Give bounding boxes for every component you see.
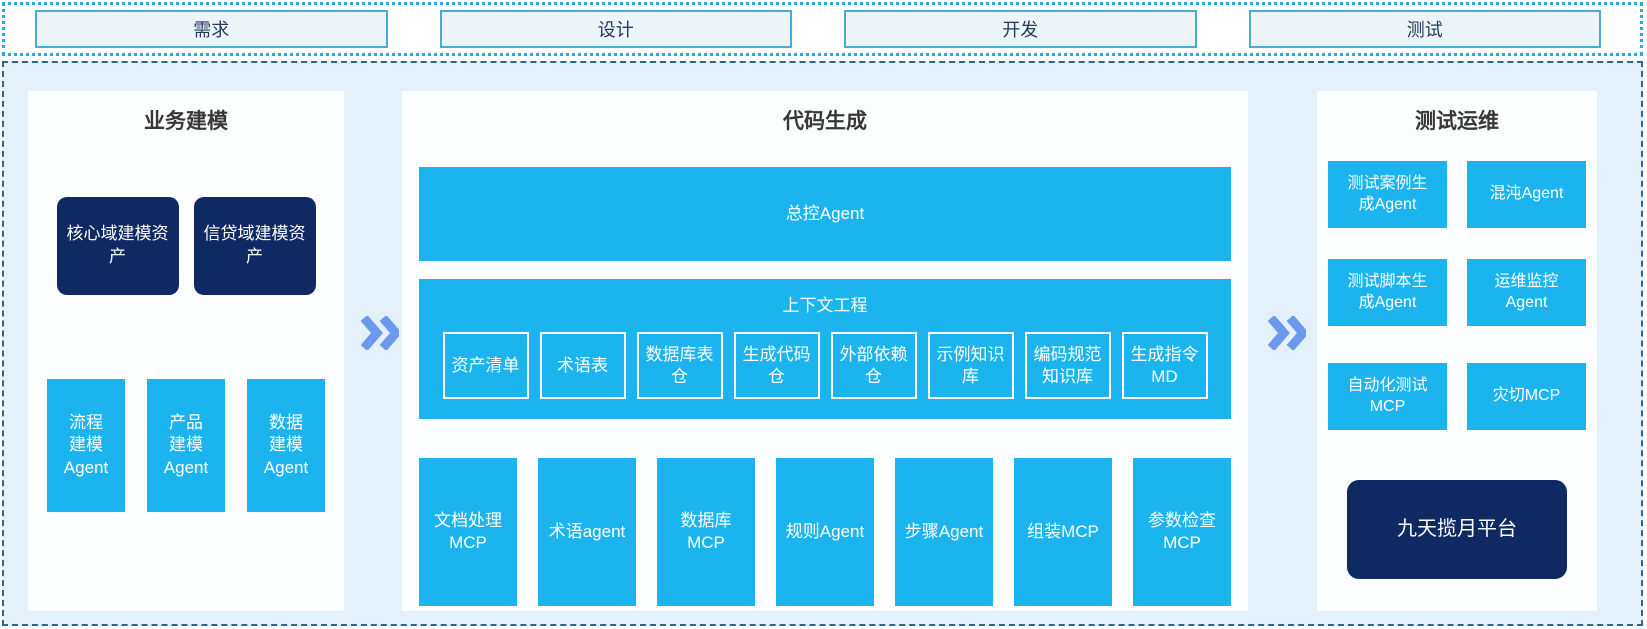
example-knowledge-base-box: 示例知识库: [927, 332, 1014, 399]
rules-agent-box: 规则Agent: [776, 458, 874, 606]
phase-design: 设计: [439, 10, 792, 48]
phase-testing: 测试: [1248, 10, 1601, 48]
context-items-row: 资产清单 术语表 数据库表仓 生成代码仓 外部依赖仓 示例知识库 编码规范知识库…: [419, 332, 1231, 399]
generation-instruction-md-box: 生成指令MD: [1121, 332, 1208, 399]
phases-bar: 需求 设计 开发 测试: [2, 2, 1643, 56]
asset-list-box: 资产清单: [442, 332, 529, 399]
process-modeling-agent-box: 流程建模Agent: [47, 379, 125, 512]
context-engineering-panel: 上下文工程 资产清单 术语表 数据库表仓 生成代码仓 外部依赖仓 示例知识库 编…: [419, 279, 1231, 419]
double-chevron-right-icon: [361, 316, 399, 350]
test-ops-row-3: 自动化测试MCP 灾切MCP: [1317, 363, 1597, 430]
test-ops-row-1: 测试案例生成Agent 混沌Agent: [1317, 161, 1597, 228]
credit-domain-asset-box: 信贷域建模资产: [193, 197, 316, 295]
test-script-gen-agent-box: 测试脚本生成Agent: [1328, 259, 1447, 326]
ops-monitoring-agent-box: 运维监控Agent: [1467, 259, 1586, 326]
test-ops-row-2: 测试脚本生成Agent 运维监控Agent: [1317, 259, 1597, 326]
external-deps-repo-box: 外部依赖仓: [830, 332, 917, 399]
core-domain-asset-box: 核心域建模资产: [56, 197, 179, 295]
disaster-switch-mcp-box: 灾切MCP: [1467, 363, 1586, 430]
master-control-agent-bar: 总控Agent: [419, 167, 1231, 261]
phase-development: 开发: [844, 10, 1197, 48]
main-stage: 业务建模 核心域建模资产 信贷域建模资产 流程建模Agent 产品建模Agent…: [2, 61, 1643, 626]
automated-test-mcp-box: 自动化测试MCP: [1328, 363, 1447, 430]
jiutian-lanyue-platform-box: 九天揽月平台: [1347, 480, 1567, 579]
doc-processing-mcp-box: 文档处理MCP: [419, 458, 517, 606]
generation-tools-row: 文档处理MCP 术语agent 数据库MCP 规则Agent 步骤Agent 组…: [419, 458, 1231, 606]
test-ops-title: 测试运维: [1415, 110, 1499, 133]
db-table-repo-box: 数据库表仓: [636, 332, 723, 399]
business-modeling-title: 业务建模: [144, 110, 228, 133]
data-modeling-agent-box: 数据建模Agent: [247, 379, 325, 512]
product-modeling-agent-box: 产品建模Agent: [147, 379, 225, 512]
phase-requirements: 需求: [35, 10, 388, 48]
terminology-agent-box: 术语agent: [538, 458, 636, 606]
assembly-mcp-box: 组装MCP: [1014, 458, 1112, 606]
modeling-agent-row: 流程建模Agent 产品建模Agent 数据建模Agent: [28, 379, 344, 512]
double-chevron-right-icon: [1268, 316, 1306, 350]
glossary-box: 术语表: [539, 332, 626, 399]
generated-code-repo-box: 生成代码仓: [733, 332, 820, 399]
steps-agent-box: 步骤Agent: [895, 458, 993, 606]
business-modeling-panel: 业务建模 核心域建模资产 信贷域建模资产 流程建模Agent 产品建模Agent…: [28, 91, 344, 611]
param-check-mcp-box: 参数检查MCP: [1133, 458, 1231, 606]
test-ops-panel: 测试运维 测试案例生成Agent 混沌Agent 测试脚本生成Agent 运维监…: [1317, 91, 1597, 611]
code-generation-panel: 代码生成 总控Agent 上下文工程 资产清单 术语表 数据库表仓 生成代码仓 …: [402, 91, 1248, 611]
modeling-asset-row: 核心域建模资产 信贷域建模资产: [28, 197, 344, 295]
coding-standards-kb-box: 编码规范知识库: [1024, 332, 1111, 399]
test-case-gen-agent-box: 测试案例生成Agent: [1328, 161, 1447, 228]
chaos-agent-box: 混沌Agent: [1467, 161, 1586, 228]
database-mcp-box: 数据库MCP: [657, 458, 755, 606]
context-engineering-title: 上下文工程: [782, 296, 868, 315]
code-generation-title: 代码生成: [783, 110, 867, 133]
